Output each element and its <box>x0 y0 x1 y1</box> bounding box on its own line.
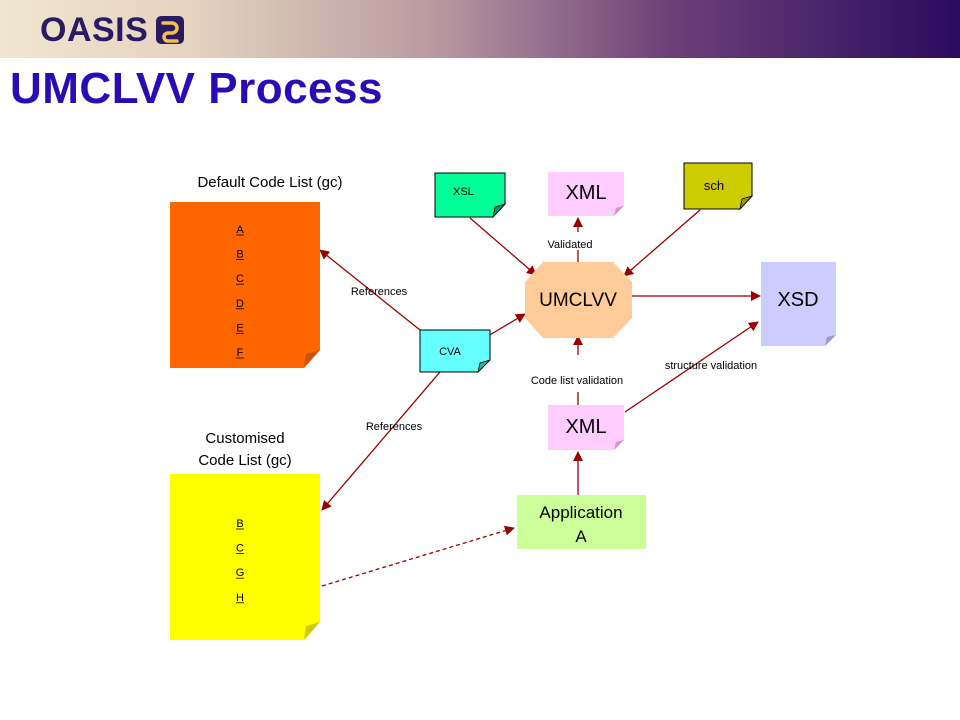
default-list-item-b: B <box>236 249 243 261</box>
xml-top-label: XML <box>565 182 606 204</box>
custom-list-item-h: H <box>236 592 244 604</box>
logo-text: OASIS <box>40 10 149 49</box>
default-list-item-e: E <box>236 322 243 334</box>
arrow-sch-to-umclvv <box>623 209 701 277</box>
cva-document: CVA <box>419 329 491 374</box>
default-code-list: A BC DE F <box>170 202 320 368</box>
default-list-item-d: D <box>236 298 244 310</box>
default-list-items: A BC DE F <box>236 224 244 359</box>
xml-bottom-document: XML <box>548 405 624 450</box>
application-node: Application A <box>517 495 646 549</box>
custom-list-item-b: B <box>236 518 243 530</box>
customised-code-list: B CG H <box>170 474 320 640</box>
sch-label: sch <box>704 178 724 193</box>
xsd-document: XSD <box>761 262 836 346</box>
references-bottom-label: References <box>366 421 423 433</box>
custom-list-item-c: C <box>236 543 244 555</box>
arrow-cva-to-default-list <box>319 249 421 331</box>
cva-label: CVA <box>439 346 461 358</box>
default-list-item-c: C <box>236 273 244 285</box>
application-label-line1: Application <box>539 503 622 522</box>
arrow-cva-to-custom-list <box>321 371 441 511</box>
arrow-xml-to-xsd <box>624 321 759 413</box>
page-title: UMCLVV Process <box>10 64 383 113</box>
connectors <box>319 209 761 587</box>
umclvv-node: UMCLVV <box>525 262 632 338</box>
xsd-label: XSD <box>777 289 818 311</box>
validated-label: Validated <box>547 239 592 251</box>
default-list-heading: Default Code List (gc) <box>197 174 342 191</box>
default-list-item-f: F <box>237 347 244 359</box>
arrow-xsl-to-umclvv <box>469 217 537 276</box>
xml-bottom-label: XML <box>565 416 606 438</box>
custom-list-heading-line2: Code List (gc) <box>198 452 291 469</box>
code-list-validation-label: Code list validation <box>531 375 623 387</box>
custom-list-items: B CG H <box>236 518 245 604</box>
custom-list-item-g: G <box>236 567 245 579</box>
arrow-cva-to-umclvv <box>487 313 526 337</box>
default-list-item-a: A <box>236 224 244 236</box>
custom-list-heading-line1: Customised <box>205 430 284 447</box>
xsl-document: XSL <box>434 172 507 219</box>
oasis-logo-icon <box>156 16 185 44</box>
references-top-label: References <box>351 286 408 298</box>
sch-document: sch <box>683 162 754 211</box>
xsl-label: XSL <box>453 186 474 198</box>
xml-top-document: XML <box>548 172 624 216</box>
dashed-custom-to-app <box>321 525 515 587</box>
application-label-line2: A <box>575 527 587 546</box>
oasis-logo: OASIS <box>40 10 186 50</box>
umclvv-label: UMCLVV <box>539 290 617 311</box>
structure-validation-label: structure validation <box>665 360 757 372</box>
